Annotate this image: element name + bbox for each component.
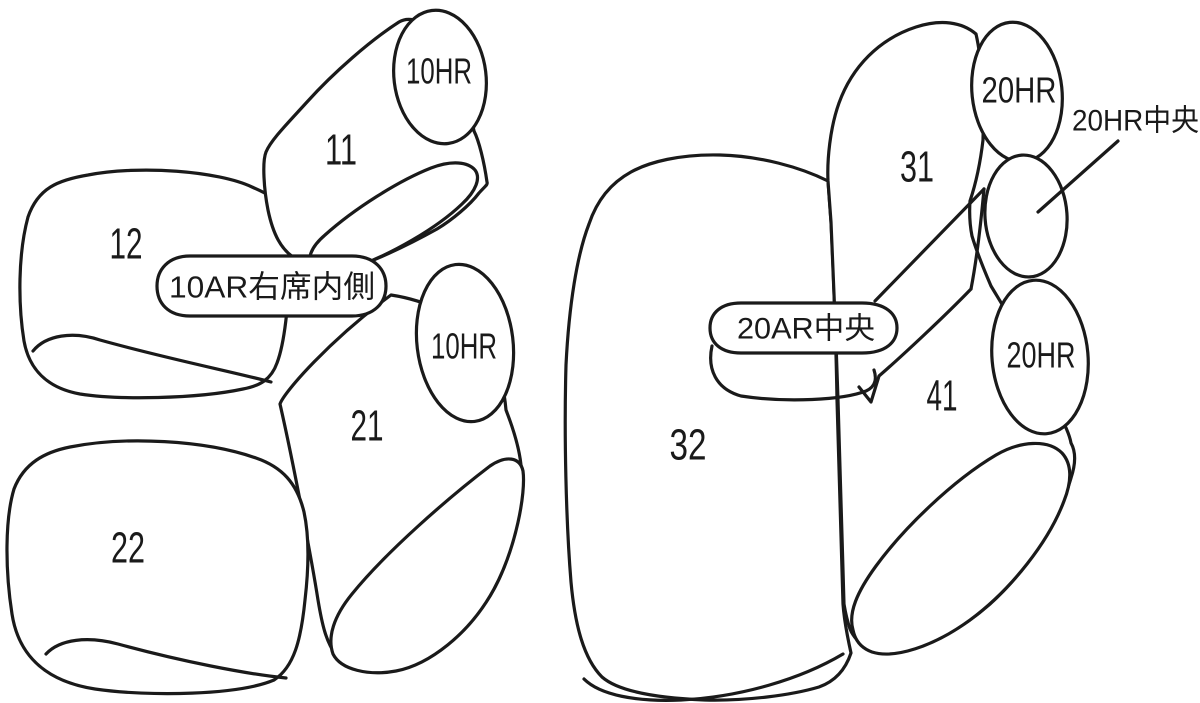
armrest-slab-right-edge <box>969 187 986 291</box>
armrest-tag-20ar <box>708 301 899 355</box>
label-headrest-20hr-bottom: 20HR <box>1007 335 1076 376</box>
label-headrest-10hr-front: 10HR <box>406 51 472 92</box>
seat-back-41-bolster <box>850 441 1072 656</box>
label-seat-back-31: 31 <box>900 143 934 192</box>
seat-back-32-hem-line <box>582 652 845 702</box>
headrest-10hr-rear <box>414 262 516 424</box>
cushion-22-hem-line <box>44 638 288 680</box>
armrest-tag-20ar-fold <box>709 344 877 402</box>
headrest-20hr-center <box>983 153 1069 279</box>
label-seat-back-41: 41 <box>927 372 958 421</box>
cushion-12-hem-line <box>31 333 273 384</box>
label-seat-back-11: 11 <box>325 126 357 175</box>
label-seat-back-32: 32 <box>670 421 707 470</box>
label-armrest-20ar: 20AR中央 <box>737 313 875 346</box>
label-headrest-10hr-rear: 10HR <box>431 326 497 367</box>
label-headrest-20hr-top: 20HR <box>982 70 1057 111</box>
armrest-slab-top-edge <box>873 187 986 303</box>
label-seat-cushion-22: 22 <box>111 524 145 573</box>
headrest-20hr-bottom <box>990 278 1090 436</box>
armrest-tag-10ar <box>155 254 388 318</box>
armrest-slab-bottom-edge <box>857 287 973 404</box>
seat-cushion-22 <box>5 439 310 696</box>
seat-back-21-bolster <box>329 457 526 675</box>
callout-pointer-line <box>1036 139 1120 214</box>
label-armrest-10ar: 10AR右席内側 <box>169 270 375 305</box>
label-headrest-20hr-center-callout: 20HR中央 <box>1072 105 1199 138</box>
label-seat-cushion-12: 12 <box>110 220 143 269</box>
seat-back-32 <box>563 153 853 702</box>
label-seat-back-21: 21 <box>351 402 384 451</box>
headrest-10hr-front <box>392 8 488 146</box>
